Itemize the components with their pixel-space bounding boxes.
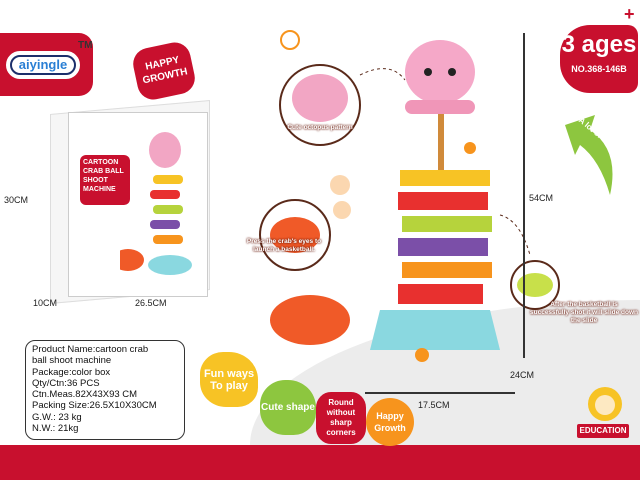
lion-mascot-icon [588,387,622,421]
info-line: Product Name:cartoon crab [32,344,149,355]
height-line [523,33,525,358]
info-line: Package:color box [32,366,111,378]
octopus-caption: Cute octopus pattern [287,124,353,131]
brand-name: aiyingle [6,51,80,79]
width-label: 17.5CM [418,400,450,410]
box-width-label: 26.5CM [135,298,167,308]
age-badge: 3 ages NO.368-146B [560,25,638,93]
info-line: Packing Size:26.5X10X30CM [32,400,157,412]
box-toy-image [120,132,192,275]
product-info-box: Product Name:cartoon crab ball shoot mac… [25,340,185,440]
crab-caption: Press the crab's eyes to launch a basket… [246,238,322,253]
feature-round-corners: Round without sharp corners [316,392,366,444]
info-line: Ctn.Meas.82X43X93 CM [32,389,138,401]
info-line: Qty/Ctn:36 PCS [32,377,100,389]
feature-cute-shape: Cute shape [260,380,316,435]
fun-arrow-icon [565,115,613,195]
depth-label: 24CM [510,370,535,380]
box-title: CARTOON CRAB BALL SHOOT MACHINE [80,155,130,205]
brand-logo: aiyingle [0,33,93,96]
education-badge: EDUCATION [577,424,629,438]
slide-caption: After the basketball is successfully sho… [530,301,638,324]
height-label: 54CM [529,193,554,203]
trademark: TM [78,40,93,51]
info-line: ball shoot machine [32,355,112,367]
width-line [365,392,515,394]
box-height-label: 30CM [4,195,29,205]
happy-growth-badge: HAPPY GROWTH [130,39,198,103]
info-line: N.W.: 21kg [32,423,79,435]
box-depth-label: 10CM [33,298,58,308]
age-value: 3 ages [561,31,637,58]
feature-happy-growth: Happy Growth [366,398,414,446]
toy-tower-image [259,30,560,362]
age-plus: + [624,4,635,24]
item-number: NO.368-146B [571,64,627,74]
footer-band [0,445,640,480]
feature-fun-ways: Fun ways To play [200,352,258,407]
info-line: G.W.: 23 kg [32,411,82,423]
